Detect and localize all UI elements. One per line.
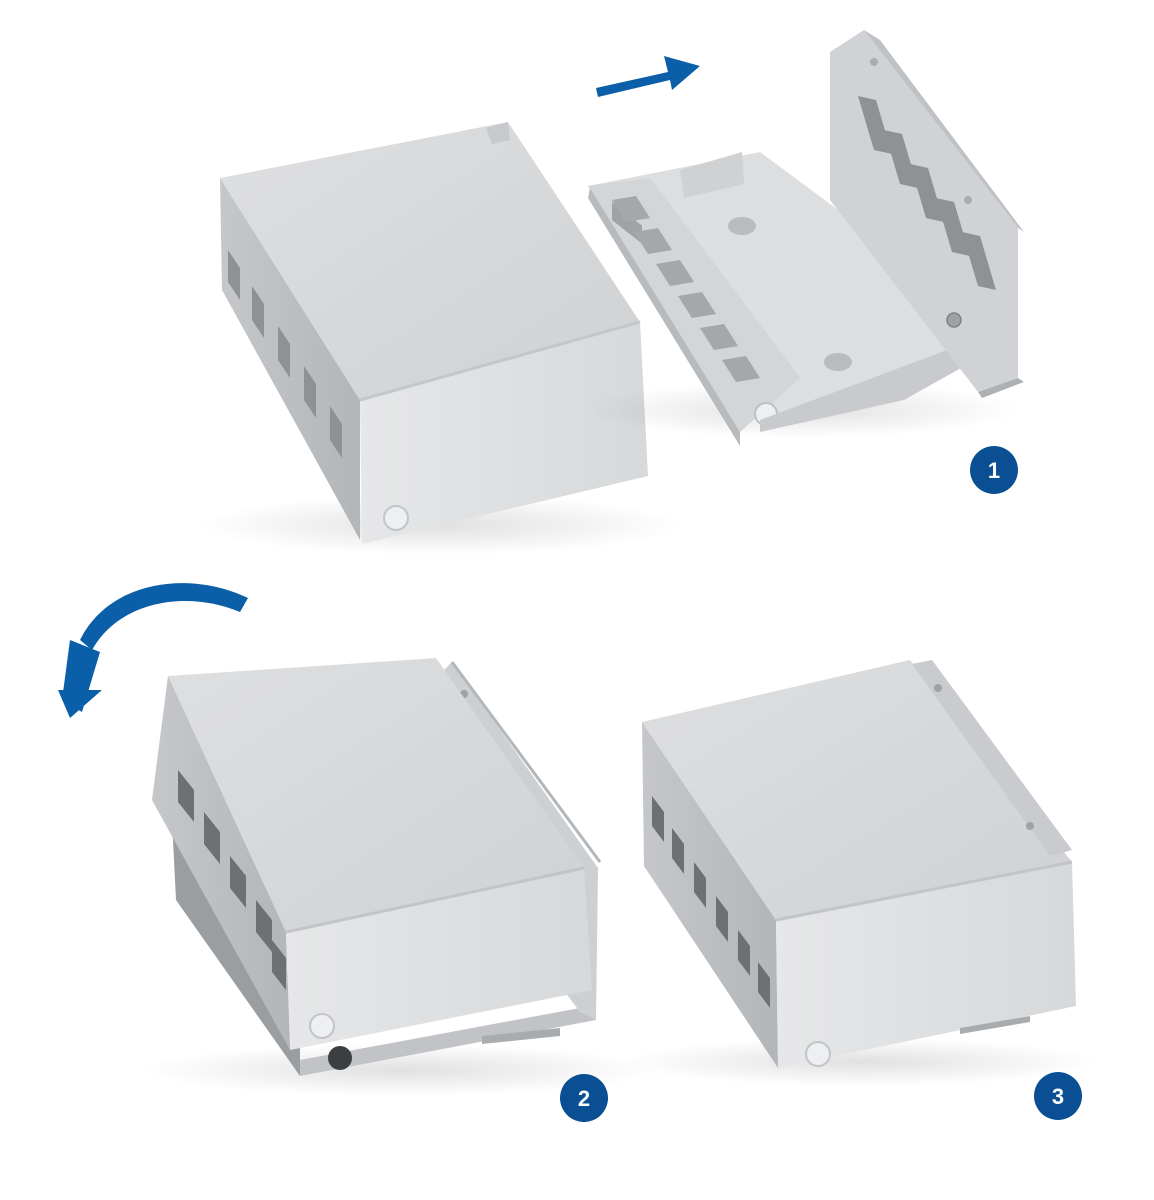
step2-enclosure: [140, 658, 660, 1096]
arrow-right-icon: [596, 56, 700, 97]
step1-tray: [580, 30, 1024, 446]
step-badge-2: 2: [560, 1074, 608, 1122]
curved-arrow-icon: [58, 583, 248, 718]
step3-enclosure-assembled: [620, 660, 1100, 1086]
screw-hole: [383, 505, 409, 531]
step1-cover: [200, 122, 680, 555]
step-badge-1: 1: [970, 446, 1018, 494]
step-number-3: 3: [1052, 1084, 1064, 1109]
step-badge-3: 3: [1034, 1072, 1082, 1120]
step-number-2: 2: [578, 1086, 590, 1111]
step-number-1: 1: [988, 458, 1000, 483]
